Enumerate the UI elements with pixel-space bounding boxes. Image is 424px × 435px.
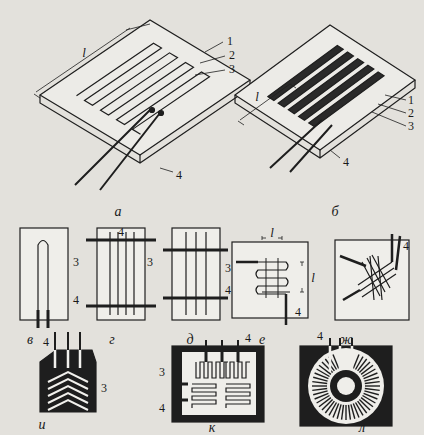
figure-letter: д — [186, 333, 193, 347]
grid-stroke — [358, 401, 367, 413]
grid-stroke — [364, 377, 378, 381]
dimension-label: l — [311, 271, 315, 284]
grid-stroke — [312, 385, 327, 386]
grid-stroke — [329, 403, 337, 416]
callout-number: 3 — [159, 366, 165, 378]
grid-stroke — [192, 384, 216, 408]
plate-a — [34, 20, 250, 190]
callout-number: 4 — [118, 226, 124, 238]
callout-number: 4 — [317, 330, 323, 342]
figure-letter: в — [27, 333, 33, 347]
grid-stroke — [356, 357, 364, 370]
grid-stroke — [333, 355, 339, 369]
callout-number: 4 — [295, 306, 301, 318]
callout-number: 3 — [225, 262, 231, 274]
grid-stroke — [312, 382, 327, 384]
callout-number: 3 — [229, 63, 235, 75]
figure-letter: ж — [339, 333, 352, 347]
grid-stroke — [345, 405, 346, 420]
figure-letter: е — [259, 333, 265, 347]
grid-stroke — [77, 43, 218, 134]
callout-number: 4 — [343, 156, 349, 168]
gauge-v — [20, 228, 68, 328]
figure-letter: к — [209, 421, 216, 435]
callout-number: 3 — [147, 256, 153, 268]
figure-letter: и — [39, 418, 46, 432]
grid-stroke — [317, 369, 330, 377]
callout-number: 4 — [176, 169, 182, 181]
gauge-d — [163, 228, 228, 320]
callout-number: 2 — [229, 49, 235, 61]
gauge-e — [232, 236, 308, 325]
grid-stroke — [349, 405, 351, 420]
dimension-label: l — [270, 226, 274, 239]
grid-stroke — [226, 362, 250, 378]
grid-stroke — [312, 389, 327, 391]
grid-stroke — [363, 396, 376, 404]
gauge-zh — [335, 234, 409, 320]
gauge-g — [86, 228, 156, 320]
figure-letter: г — [109, 333, 114, 347]
callout-number: 4 — [403, 240, 409, 252]
grid-stroke — [48, 379, 88, 389]
grid-stroke — [299, 65, 374, 120]
callout-number: 3 — [408, 120, 414, 132]
grid-stroke — [309, 72, 384, 127]
plate-b — [235, 25, 415, 172]
grid-stroke — [365, 382, 380, 384]
grid-stroke — [226, 384, 250, 408]
gauge-i — [40, 332, 96, 412]
grid-stroke — [351, 404, 355, 418]
grid-stroke — [365, 389, 380, 391]
callout-number: 4 — [245, 332, 251, 344]
grid-stroke — [319, 398, 331, 407]
grid-stroke — [48, 393, 88, 403]
grid-stroke — [48, 386, 88, 396]
callout-number: 4 — [225, 284, 231, 296]
grid-stroke — [342, 405, 344, 420]
callout-number: 1 — [227, 35, 233, 47]
grid-stroke — [48, 372, 88, 382]
grid-stroke — [361, 365, 373, 374]
grid-stroke — [288, 59, 363, 114]
callout-number: 4 — [73, 294, 79, 306]
callout-number: 1 — [408, 94, 414, 106]
callout-number: 2 — [408, 107, 414, 119]
dimension-label: l — [82, 46, 86, 59]
figure-letter: л — [359, 421, 365, 435]
callout-number: 4 — [159, 402, 165, 414]
callout-number: 3 — [73, 256, 79, 268]
callout-number: 3 — [101, 382, 107, 394]
grid-stroke — [48, 400, 88, 410]
grid-stroke — [313, 391, 327, 395]
dimension-label: l — [255, 90, 259, 103]
figure-letter: б — [331, 205, 338, 219]
grid-stroke — [365, 385, 380, 386]
callout-number: 4 — [43, 336, 49, 348]
gauge-k — [172, 340, 264, 422]
figure-letter: а — [115, 205, 122, 219]
grid-stroke — [196, 362, 228, 378]
gauge-l — [300, 338, 392, 426]
